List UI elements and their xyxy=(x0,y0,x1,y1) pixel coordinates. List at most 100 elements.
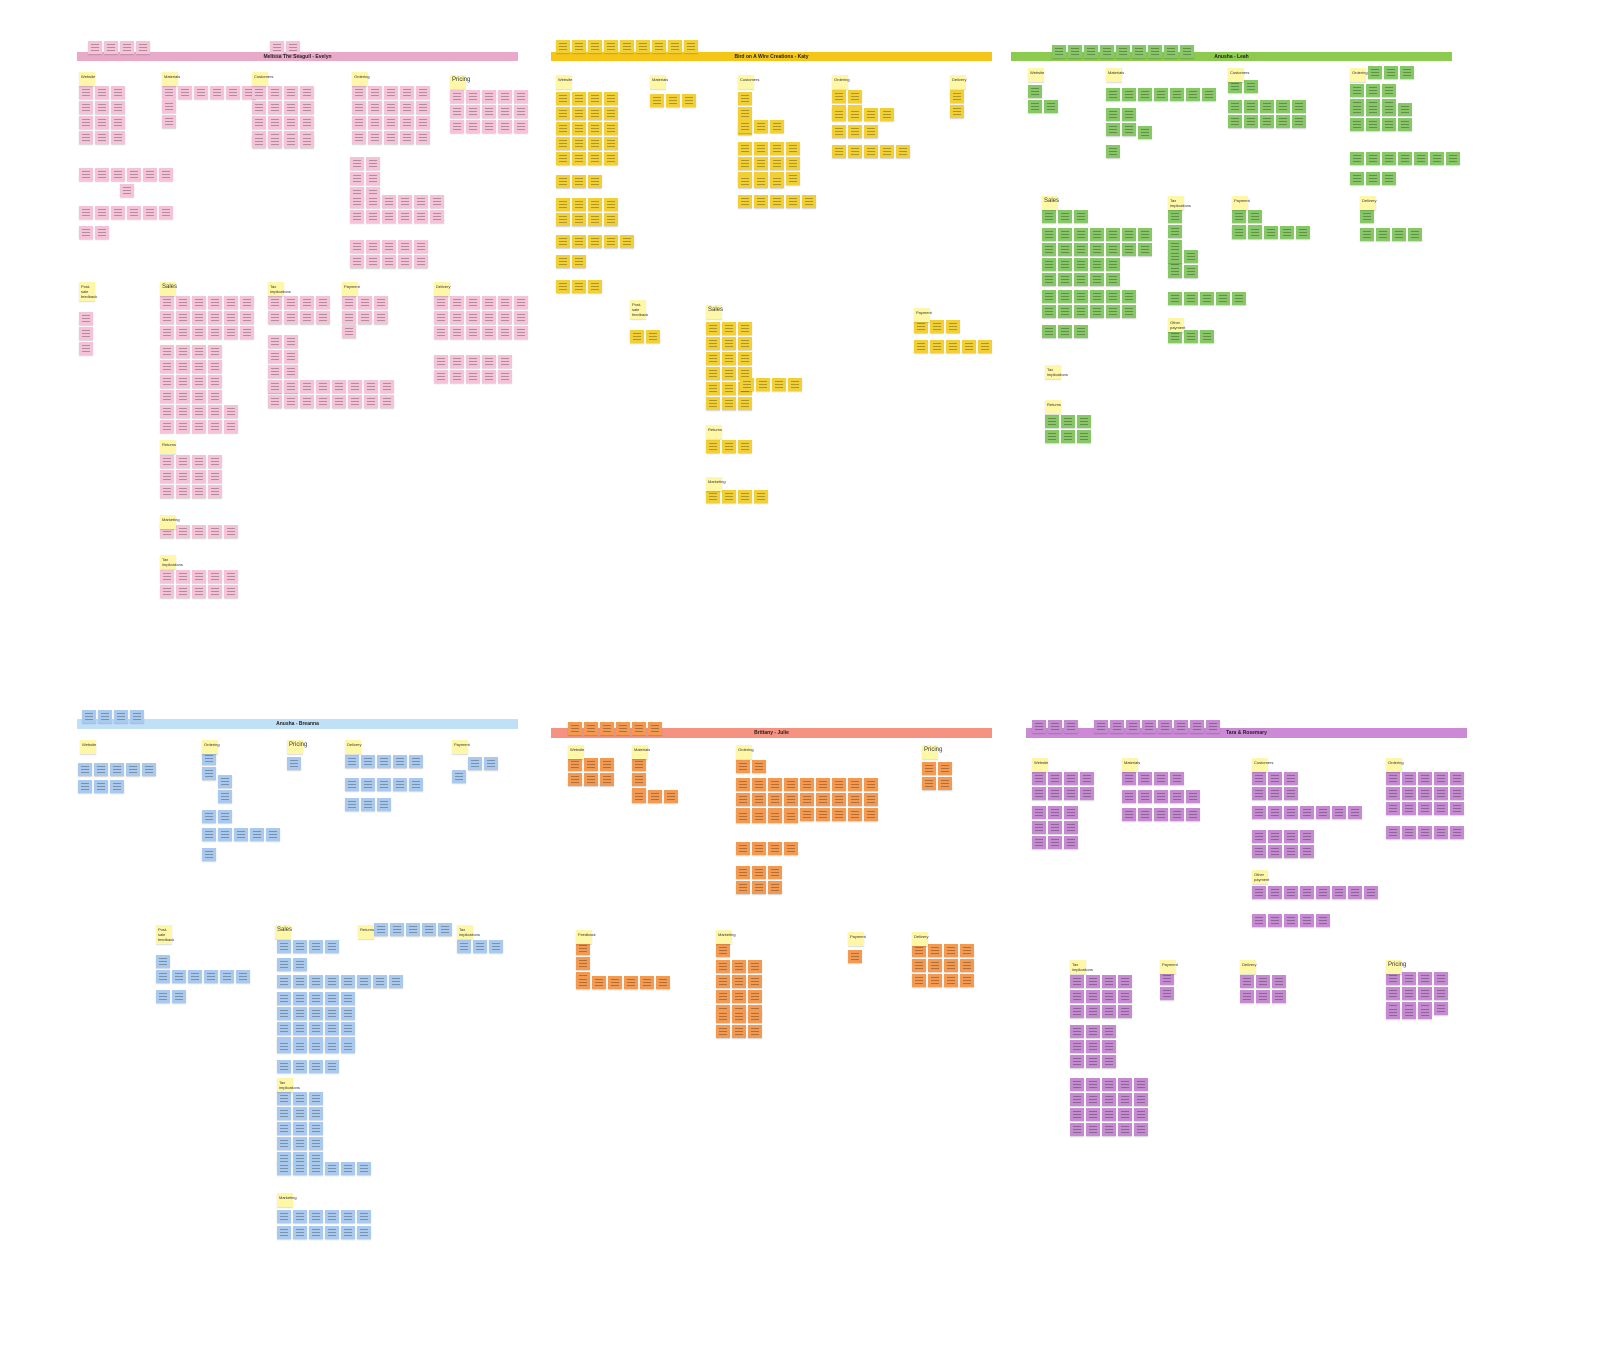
sticky-note[interactable] xyxy=(1368,66,1382,79)
sticky-note[interactable] xyxy=(309,1152,323,1165)
sticky-note[interactable] xyxy=(1168,292,1182,305)
sticky-note[interactable] xyxy=(284,395,298,408)
sticky-note[interactable] xyxy=(482,296,496,309)
sticky-note[interactable] xyxy=(176,326,190,339)
sticky-note[interactable] xyxy=(416,131,430,144)
sticky-note[interactable] xyxy=(176,420,190,433)
sticky-note[interactable] xyxy=(341,1022,355,1035)
sticky-note[interactable] xyxy=(309,992,323,1005)
sticky-note[interactable] xyxy=(572,107,586,120)
sticky-note[interactable] xyxy=(176,345,190,358)
sticky-note[interactable] xyxy=(666,94,680,107)
sticky-note[interactable] xyxy=(300,380,314,393)
sticky-note[interactable] xyxy=(208,326,222,339)
sticky-note[interactable] xyxy=(114,710,128,723)
sticky-note[interactable] xyxy=(1032,821,1046,834)
sticky-note[interactable] xyxy=(393,778,407,791)
sticky-note[interactable] xyxy=(352,86,366,99)
sticky-note[interactable] xyxy=(946,320,960,333)
sticky-note[interactable] xyxy=(1350,103,1364,116)
sticky-note[interactable] xyxy=(1134,1093,1148,1106)
section-heading-note[interactable]: Website xyxy=(556,75,572,89)
sticky-note[interactable] xyxy=(341,1007,355,1020)
sticky-note[interactable] xyxy=(160,455,174,468)
sticky-note[interactable] xyxy=(111,131,125,144)
sticky-note[interactable] xyxy=(95,116,109,129)
sticky-note[interactable] xyxy=(770,175,784,188)
sticky-note[interactable] xyxy=(962,340,976,353)
sticky-note[interactable] xyxy=(309,1040,323,1053)
sticky-note[interactable] xyxy=(1384,66,1398,79)
sticky-note[interactable] xyxy=(1284,772,1298,785)
sticky-note[interactable] xyxy=(848,90,862,103)
sticky-note[interactable] xyxy=(286,41,300,54)
sticky-note[interactable] xyxy=(398,210,412,223)
sticky-note[interactable] xyxy=(864,108,878,121)
sticky-note[interactable] xyxy=(422,923,436,936)
sticky-note[interactable] xyxy=(160,360,174,373)
sticky-note[interactable] xyxy=(1382,84,1396,97)
sticky-note[interactable] xyxy=(1148,45,1162,58)
sticky-note[interactable] xyxy=(1074,243,1088,256)
sticky-note[interactable] xyxy=(277,975,291,988)
sticky-note[interactable] xyxy=(1240,990,1254,1003)
sticky-note[interactable] xyxy=(341,1226,355,1239)
sticky-note[interactable] xyxy=(772,378,786,391)
sticky-note[interactable] xyxy=(120,184,134,197)
sticky-note[interactable] xyxy=(832,808,846,821)
sticky-note[interactable] xyxy=(1206,720,1220,733)
sticky-note[interactable] xyxy=(361,778,375,791)
sticky-note[interactable] xyxy=(160,345,174,358)
sticky-note[interactable] xyxy=(848,778,862,791)
sticky-note[interactable] xyxy=(176,570,190,583)
sticky-note[interactable] xyxy=(498,105,512,118)
sticky-note[interactable] xyxy=(632,773,646,786)
sticky-note[interactable] xyxy=(390,923,404,936)
sticky-note[interactable] xyxy=(754,490,768,503)
sticky-note[interactable] xyxy=(1260,100,1274,113)
sticky-note[interactable] xyxy=(784,810,798,823)
sticky-note[interactable] xyxy=(1382,118,1396,131)
sticky-note[interactable] xyxy=(632,722,646,735)
sticky-note[interactable] xyxy=(357,975,371,988)
sticky-note[interactable] xyxy=(293,1226,307,1239)
sticky-note[interactable] xyxy=(1168,210,1182,223)
sticky-note[interactable] xyxy=(600,758,614,771)
sticky-note[interactable] xyxy=(450,90,464,103)
sticky-note[interactable] xyxy=(341,992,355,1005)
sticky-note[interactable] xyxy=(556,107,570,120)
sticky-note[interactable] xyxy=(1268,806,1282,819)
sticky-note[interactable] xyxy=(82,710,96,723)
sticky-note[interactable] xyxy=(604,92,618,105)
sticky-note[interactable] xyxy=(176,470,190,483)
sticky-note[interactable] xyxy=(466,296,480,309)
section-heading-note[interactable]: Tax implications xyxy=(1168,196,1191,210)
sticky-note[interactable] xyxy=(110,763,124,776)
sticky-note[interactable] xyxy=(1418,787,1432,800)
sticky-note[interactable] xyxy=(1392,228,1406,241)
sticky-note[interactable] xyxy=(1032,836,1046,849)
sticky-note[interactable] xyxy=(1102,1078,1116,1091)
sticky-note[interactable] xyxy=(473,940,487,953)
sticky-note[interactable] xyxy=(162,100,176,113)
sticky-note[interactable] xyxy=(1080,772,1094,785)
sticky-note[interactable] xyxy=(208,296,222,309)
sticky-note[interactable] xyxy=(1086,975,1100,988)
sticky-note[interactable] xyxy=(192,525,206,538)
sticky-note[interactable] xyxy=(127,168,141,181)
sticky-note[interactable] xyxy=(604,137,618,150)
sticky-note[interactable] xyxy=(1184,292,1198,305)
sticky-note[interactable] xyxy=(738,175,752,188)
sticky-note[interactable] xyxy=(754,195,768,208)
sticky-note[interactable] xyxy=(1256,990,1270,1003)
sticky-note[interactable] xyxy=(950,105,964,118)
sticky-note[interactable] xyxy=(1292,115,1306,128)
sticky-note[interactable] xyxy=(1170,808,1184,821)
sticky-note[interactable] xyxy=(224,585,238,598)
sticky-note[interactable] xyxy=(1070,1123,1084,1136)
sticky-note[interactable] xyxy=(218,828,232,841)
sticky-note[interactable] xyxy=(738,352,752,365)
sticky-note[interactable] xyxy=(736,778,750,791)
sticky-note[interactable] xyxy=(1200,292,1214,305)
sticky-note[interactable] xyxy=(716,975,730,988)
